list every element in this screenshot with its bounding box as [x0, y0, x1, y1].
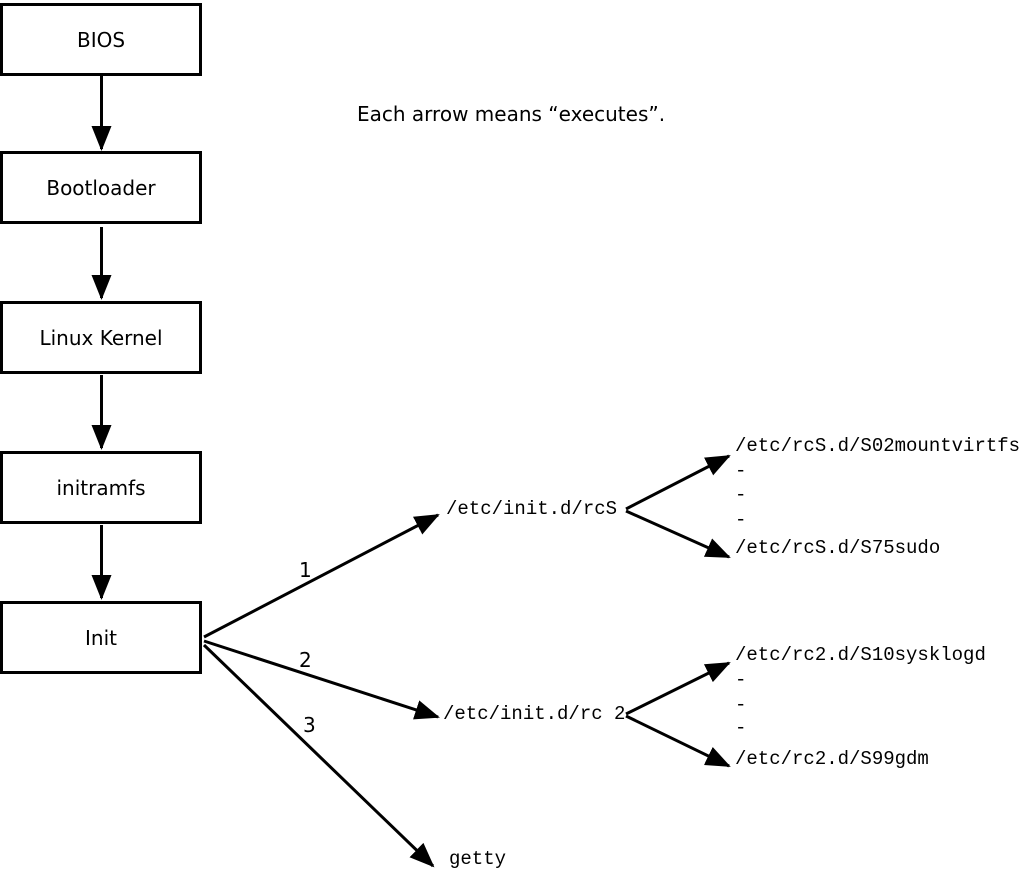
arrow-init-to-rcS	[203, 513, 440, 639]
arrow-init-to-getty	[202, 643, 435, 868]
box-init: Init	[0, 601, 202, 674]
label-etc-rcSd-S02mountvirtfs: /etc/rcS.d/S02mountvirtfs	[735, 435, 1021, 457]
arrow-label-1: 1	[299, 558, 312, 582]
label-etc-init-d-rc2: /etc/init.d/rc 2	[443, 703, 626, 725]
arrow-label-2: 2	[299, 648, 312, 672]
label-etc-init-d-rcS: /etc/init.d/rcS	[446, 498, 618, 520]
box-initramfs-label: initramfs	[56, 475, 146, 500]
arrow-init-to-rc2	[203, 639, 440, 720]
label-etc-rcSd-S75sudo: /etc/rcS.d/S75sudo	[735, 537, 941, 559]
arrow-label-3: 3	[303, 713, 316, 737]
label-rc2-ellipsis-3: -	[735, 717, 747, 739]
label-rcS-ellipsis-2: -	[735, 484, 747, 506]
legend-note: Each arrow means “executes”.	[357, 102, 666, 126]
label-rc2-ellipsis-1: -	[735, 669, 747, 691]
label-rcS-ellipsis-1: -	[735, 460, 747, 482]
box-bootloader: Bootloader	[0, 151, 202, 224]
box-initramfs: initramfs	[0, 451, 202, 524]
arrow-rcS-to-S75sudo	[625, 509, 731, 559]
box-bootloader-label: Bootloader	[46, 175, 156, 200]
label-rc2-ellipsis-2: -	[735, 694, 747, 716]
label-etc-rc2d-S10sysklogd: /etc/rc2.d/S10sysklogd	[735, 644, 986, 666]
label-etc-rc2d-S99gdm: /etc/rc2.d/S99gdm	[735, 748, 929, 770]
box-bios-label: BIOS	[76, 27, 126, 52]
box-init-label: Init	[85, 625, 117, 650]
label-rcS-ellipsis-3: -	[735, 509, 747, 531]
arrow-rc2-to-S10sysklogd	[625, 661, 731, 716]
box-linux-kernel-label: Linux Kernel	[39, 325, 163, 350]
box-bios: BIOS	[0, 3, 202, 76]
arrow-rcS-to-S02mountvirtfs	[625, 454, 731, 511]
box-linux-kernel: Linux Kernel	[0, 301, 202, 374]
label-getty: getty	[449, 848, 507, 870]
arrow-rc2-to-S99gdm	[625, 714, 731, 768]
